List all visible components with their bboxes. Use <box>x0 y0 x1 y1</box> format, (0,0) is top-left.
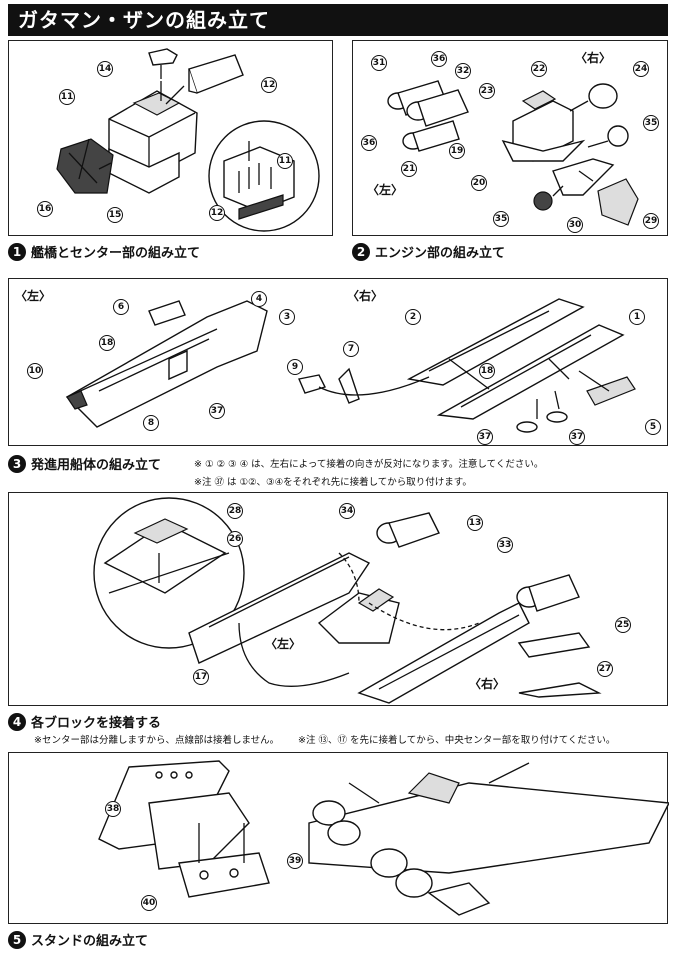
callout-37b: 37 <box>477 429 493 445</box>
callout-18b: 18 <box>479 363 495 379</box>
callout-36b: 36 <box>361 135 377 151</box>
engine-illustration <box>387 80 639 226</box>
panel-step-3: 〈左〉 〈右〉 6 4 3 18 10 8 37 2 1 7 9 18 37 3… <box>8 278 668 446</box>
side-label-right: 〈右〉 <box>575 51 612 65</box>
block-assembly-illustration <box>93 497 602 704</box>
callout-18: 18 <box>99 335 115 351</box>
callout-5: 5 <box>645 419 661 435</box>
step-5-label: 5 スタンドの組み立て <box>8 930 148 949</box>
callout-24: 24 <box>633 61 649 77</box>
callout-36: 36 <box>431 51 447 67</box>
callout-35: 35 <box>643 115 659 131</box>
step-4-note-2: ※注 ⑬、⑰ を先に接着してから、中央センター部を取り付けてください。 <box>298 735 616 746</box>
panel-step-5: 38 39 40 <box>8 752 669 924</box>
panel-step-4: 〈左〉 〈右〉 28 34 26 13 33 25 17 27 <box>8 492 668 706</box>
callout-20: 20 <box>471 175 487 191</box>
callout-19: 19 <box>449 143 465 159</box>
callout-37c: 37 <box>569 429 585 445</box>
side-label-left: 〈左〉 <box>367 183 404 197</box>
side-label-right-3: 〈右〉 <box>347 289 384 303</box>
callout-21: 21 <box>401 161 417 177</box>
step-4-text: 各ブロックを接着する <box>31 716 162 731</box>
step-3-number: 3 <box>8 454 26 473</box>
bridge-center-illustration <box>56 48 320 232</box>
step-3-text: 発進用船体の組み立て <box>31 458 162 473</box>
step-3-label: 3 発進用船体の組み立て <box>8 454 161 473</box>
callout-22: 22 <box>531 61 547 77</box>
callout-3: 3 <box>279 309 295 325</box>
step-4-label: 4 各ブロックを接着する <box>8 712 161 731</box>
step-3-note-1: ※ ① ② ③ ④ は、左右によって接着の向きが反対になります。注意してください… <box>194 459 544 470</box>
step-1-number: 1 <box>8 242 26 261</box>
side-label-left-4: 〈左〉 <box>265 637 302 651</box>
callout-4: 4 <box>251 291 267 307</box>
callout-35b: 35 <box>493 211 509 227</box>
step-2-label: 2 エンジン部の組み立て <box>352 242 505 261</box>
stand-illustration <box>98 760 669 916</box>
callout-25: 25 <box>615 617 631 633</box>
step-2-number: 2 <box>352 242 370 261</box>
step-1-label: 1 艦橋とセンター部の組み立て <box>8 242 200 261</box>
callout-34: 34 <box>339 503 355 519</box>
step-5-text: スタンドの組み立て <box>31 934 149 949</box>
panel-step-1: 14 11 12 16 15 11 12 <box>8 40 333 236</box>
callout-39: 39 <box>287 853 303 869</box>
callout-27: 27 <box>597 661 613 677</box>
callout-40: 40 <box>141 895 157 911</box>
callout-29: 29 <box>643 213 659 229</box>
step-5-number: 5 <box>8 930 26 949</box>
step-4-number: 4 <box>8 712 26 731</box>
callout-10: 10 <box>27 363 43 379</box>
callout-1: 1 <box>629 309 645 325</box>
callout-17: 17 <box>193 669 209 685</box>
callout-6: 6 <box>113 299 129 315</box>
step-2-text: エンジン部の組み立て <box>375 246 506 261</box>
step-3-note-2: ※注 ㊲ は ①②、③④をそれぞれ先に接着してから取り付けます。 <box>194 477 472 488</box>
callout-38: 38 <box>105 801 121 817</box>
side-label-left-3: 〈左〉 <box>15 289 52 303</box>
callout-14: 14 <box>97 61 113 77</box>
callout-23: 23 <box>479 83 495 99</box>
callout-11: 11 <box>59 89 75 105</box>
callout-9: 9 <box>287 359 303 375</box>
launch-hull-illustration <box>65 298 636 433</box>
panel-step-2: 〈左〉 〈右〉 31 36 32 23 36 21 19 22 24 20 35… <box>352 40 668 236</box>
callout-28: 28 <box>227 503 243 519</box>
callout-12b: 12 <box>209 205 225 221</box>
callout-11b: 11 <box>277 153 293 169</box>
callout-7: 7 <box>343 341 359 357</box>
callout-12: 12 <box>261 77 277 93</box>
callout-30: 30 <box>567 217 583 233</box>
callout-33: 33 <box>497 537 513 553</box>
callout-26: 26 <box>227 531 243 547</box>
callout-32: 32 <box>455 63 471 79</box>
side-label-right-4: 〈右〉 <box>469 677 506 691</box>
callout-13: 13 <box>467 515 483 531</box>
callout-37: 37 <box>209 403 225 419</box>
callout-2: 2 <box>405 309 421 325</box>
step-1-text: 艦橋とセンター部の組み立て <box>31 246 201 261</box>
callout-16: 16 <box>37 201 53 217</box>
callout-15: 15 <box>107 207 123 223</box>
step-4-note-1: ※センター部は分離しますから、点線部は接着しません。 <box>34 735 280 746</box>
callout-31: 31 <box>371 55 387 71</box>
callout-8: 8 <box>143 415 159 431</box>
page-title: ガタマン・ザンの組み立て <box>8 4 668 36</box>
